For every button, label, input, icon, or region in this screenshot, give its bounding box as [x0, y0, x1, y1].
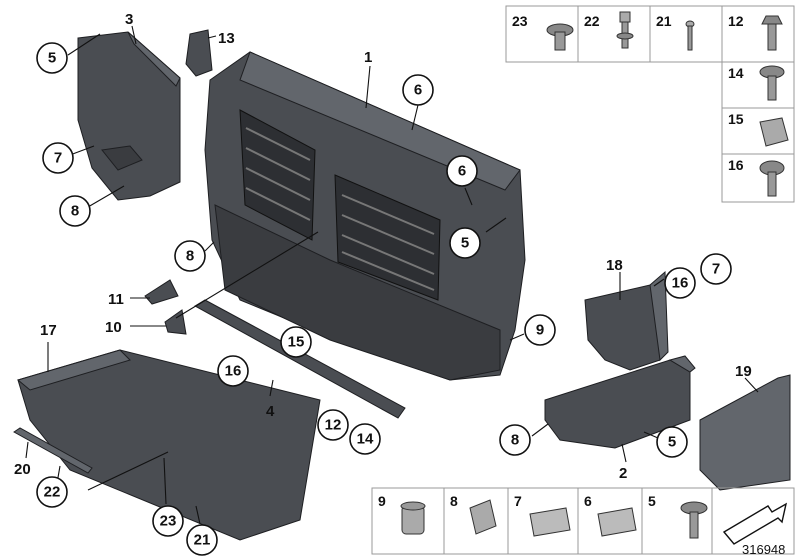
part-19-side-panel [699, 374, 791, 491]
callout-10: 10 [105, 319, 122, 336]
part-1-radiator-frame [204, 51, 526, 381]
clip-15-icon [759, 117, 789, 147]
table-label-5: 5 [648, 493, 656, 509]
callout-7-right: 7 [700, 253, 732, 285]
svg-text:5: 5 [48, 50, 56, 67]
svg-text:5: 5 [668, 434, 676, 451]
screw-16-icon [759, 160, 785, 197]
callout-15: 15 [280, 326, 312, 358]
svg-text:8: 8 [186, 248, 194, 265]
table-label-21: 21 [656, 13, 672, 29]
callout-4: 4 [266, 403, 275, 420]
callout-20: 20 [14, 461, 31, 478]
table-label-8: 8 [450, 493, 458, 509]
screw-12-icon [761, 15, 783, 51]
callout-22: 22 [36, 476, 68, 508]
svg-text:5: 5 [461, 235, 469, 252]
diagram-reference-number: 316948 [742, 542, 785, 557]
callout-18: 18 [606, 257, 623, 274]
svg-text:6: 6 [458, 163, 466, 180]
callout-12: 12 [317, 409, 349, 441]
part-13-cover [185, 29, 213, 77]
callout-6-right: 6 [446, 155, 478, 187]
part-10-bracket [164, 309, 187, 335]
callout-7-left: 7 [42, 142, 74, 174]
callout-8-frame: 8 [174, 240, 206, 272]
part-11-bracket [144, 279, 179, 305]
callout-8-left: 8 [59, 195, 91, 227]
svg-text:8: 8 [511, 432, 519, 449]
part-2-air-duct [544, 355, 696, 449]
callout-6-top: 6 [402, 74, 434, 106]
part-17-underbody-panel [16, 349, 321, 541]
callout-5-top-left: 5 [36, 42, 68, 74]
fastener-table-top: 23 22 21 12 14 15 16 [505, 5, 795, 203]
callout-17: 17 [40, 322, 57, 339]
svg-text:21: 21 [194, 532, 211, 549]
svg-text:16: 16 [672, 275, 689, 292]
callout-2: 2 [619, 465, 627, 482]
callout-8-bottom: 8 [499, 424, 531, 456]
nut-9-icon [400, 501, 426, 535]
svg-text:7: 7 [54, 150, 62, 167]
table-label-16: 16 [728, 157, 744, 173]
callout-1: 1 [364, 49, 372, 66]
leader-lines [25, 25, 759, 525]
table-label-6: 6 [584, 493, 592, 509]
clip-6-icon [597, 507, 637, 537]
callout-16-right: 16 [664, 267, 696, 299]
table-label-12: 12 [728, 13, 744, 29]
screw-22-icon [616, 11, 634, 49]
callout-3: 3 [125, 11, 133, 28]
fastener-table-bottom: 9 8 7 6 5 [371, 487, 795, 555]
table-label-14: 14 [728, 65, 744, 81]
svg-text:7: 7 [712, 261, 720, 278]
svg-text:12: 12 [325, 417, 342, 434]
callout-11: 11 [108, 291, 124, 308]
screw-23-icon [546, 23, 574, 51]
table-label-23: 23 [512, 13, 528, 29]
table-label-22: 22 [584, 13, 600, 29]
callout-23: 23 [152, 505, 184, 537]
clip-8-icon [469, 499, 497, 535]
svg-text:15: 15 [288, 334, 305, 351]
screw-5-icon [680, 501, 708, 539]
part-3-air-duct [77, 31, 181, 201]
callout-5-bottom: 5 [656, 426, 688, 458]
callout-16-left: 16 [217, 355, 249, 387]
svg-text:16: 16 [225, 363, 242, 380]
clip-7-icon [529, 507, 571, 537]
svg-text:23: 23 [160, 513, 177, 530]
part-18-air-duct [584, 270, 669, 371]
screw-21-icon [685, 20, 695, 51]
svg-text:6: 6 [414, 82, 422, 99]
screw-14-icon [759, 65, 785, 101]
table-label-7: 7 [514, 493, 522, 509]
callout-14: 14 [349, 423, 381, 455]
callout-9: 9 [524, 314, 556, 346]
part-20-strip [13, 427, 93, 474]
callout-21: 21 [186, 524, 218, 556]
table-label-15: 15 [728, 111, 744, 127]
svg-text:22: 22 [44, 484, 61, 501]
callout-5-frame: 5 [449, 227, 481, 259]
svg-text:14: 14 [357, 431, 374, 448]
svg-text:8: 8 [71, 203, 79, 220]
callout-19: 19 [735, 363, 752, 380]
direction-arrow-icon [722, 502, 788, 545]
table-label-9: 9 [378, 493, 386, 509]
callout-13: 13 [218, 30, 235, 47]
svg-text:9: 9 [536, 322, 544, 339]
